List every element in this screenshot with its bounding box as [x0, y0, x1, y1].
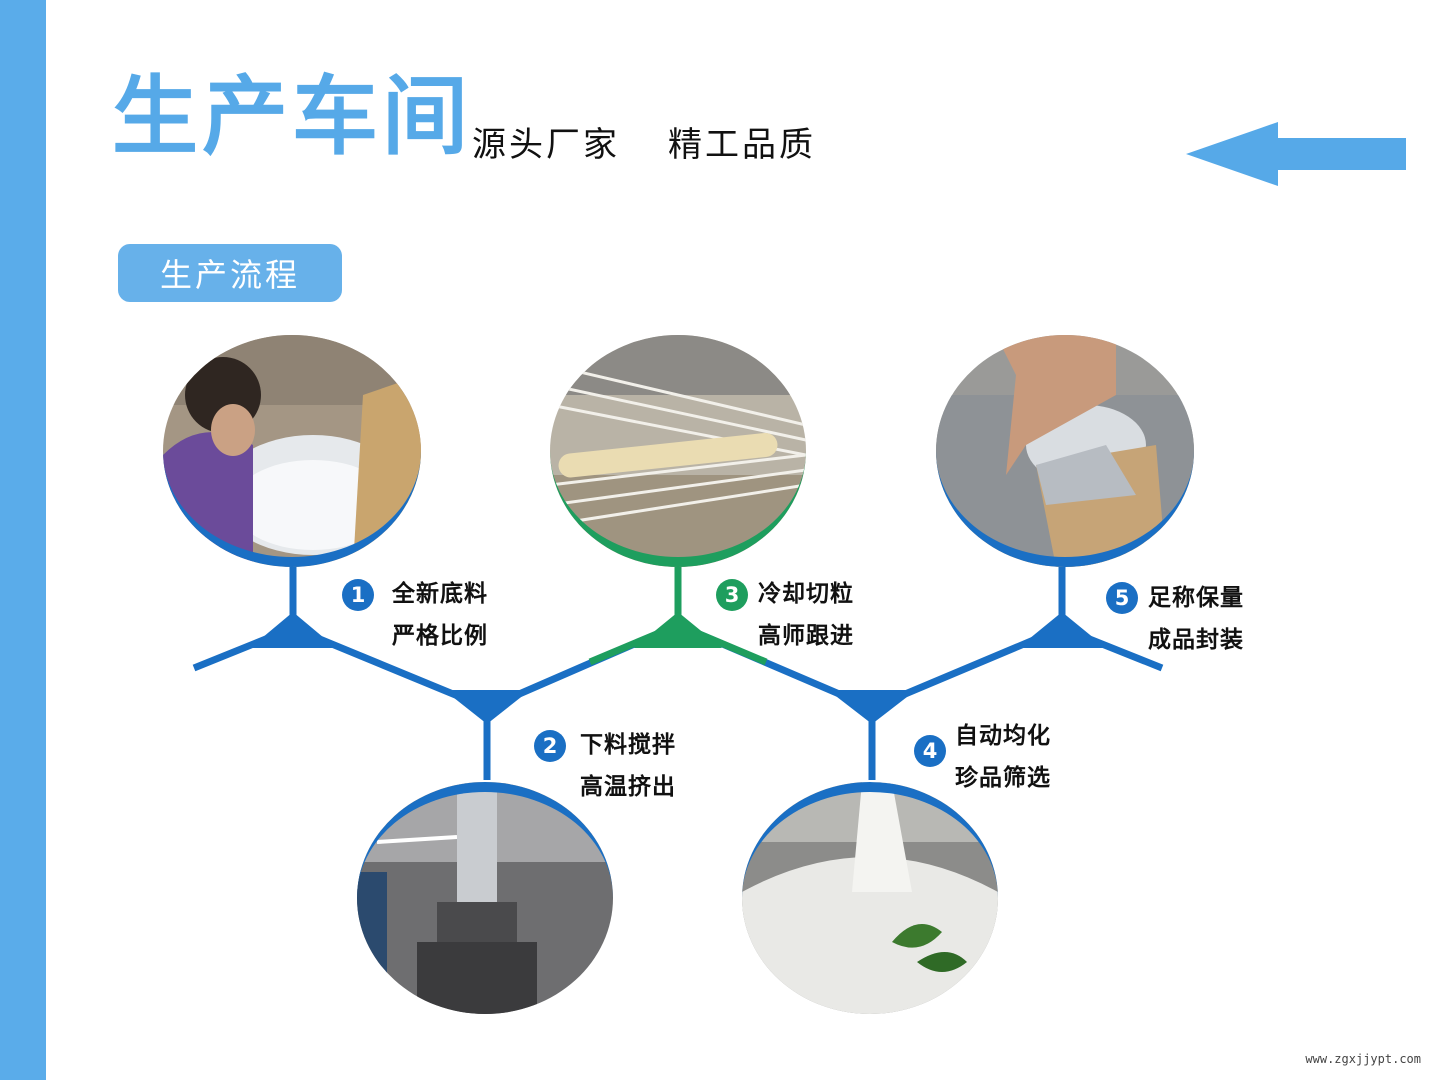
step-5-text: 足称保量 成品封装 — [1148, 577, 1244, 661]
slogan-fine-quality: 精工品质 — [668, 125, 816, 165]
junction-triangle-1 — [250, 612, 336, 648]
step-badge-5: 5 — [1106, 582, 1138, 614]
step-4-text: 自动均化 珍品筛选 — [955, 715, 1051, 799]
junction-triangle-3 — [634, 612, 722, 648]
photo-step-2-extrusion — [357, 782, 613, 1014]
step-5-line-1: 足称保量 — [1148, 585, 1244, 611]
page-title: 生产车间 — [112, 67, 472, 167]
junction-triangle-4 — [828, 690, 916, 724]
step-1-line-2: 严格比例 — [392, 623, 488, 649]
left-accent-bar — [0, 0, 46, 1080]
step-2-line-2: 高温挤出 — [580, 774, 676, 800]
junction-triangle-5 — [1018, 612, 1106, 648]
step-badge-4: 4 — [914, 735, 946, 767]
section-tab-production-flow: 生产流程 — [118, 244, 342, 302]
watermark-url: www.zgxjjypt.com — [1305, 1052, 1421, 1066]
step-badge-1: 1 — [342, 579, 374, 611]
photo-step-3-cooling-cutting — [550, 335, 806, 567]
step-3-line-1: 冷却切粒 — [758, 581, 854, 607]
step-badge-2: 2 — [534, 730, 566, 762]
slogan-source-factory: 源头厂家 — [472, 125, 620, 165]
step-3-line-2: 高师跟进 — [758, 623, 854, 649]
photo-step-5-packaging — [936, 335, 1194, 567]
photo-step-4-pellets — [742, 782, 998, 1014]
step-2-text: 下料搅拌 高温挤出 — [580, 724, 676, 808]
step-4-line-1: 自动均化 — [955, 723, 1051, 749]
step-badge-3: 3 — [716, 579, 748, 611]
step-5-line-2: 成品封装 — [1148, 627, 1244, 653]
step-1-line-1: 全新底料 — [392, 581, 488, 607]
photo-step-1-raw-material — [163, 335, 421, 567]
left-arrow-icon[interactable] — [1180, 118, 1412, 190]
step-1-text: 全新底料 严格比例 — [392, 573, 488, 657]
step-2-line-1: 下料搅拌 — [580, 732, 676, 758]
junction-triangle-2 — [444, 690, 530, 724]
step-3-text: 冷却切粒 高师跟进 — [758, 573, 854, 657]
step-4-line-2: 珍品筛选 — [955, 765, 1051, 791]
